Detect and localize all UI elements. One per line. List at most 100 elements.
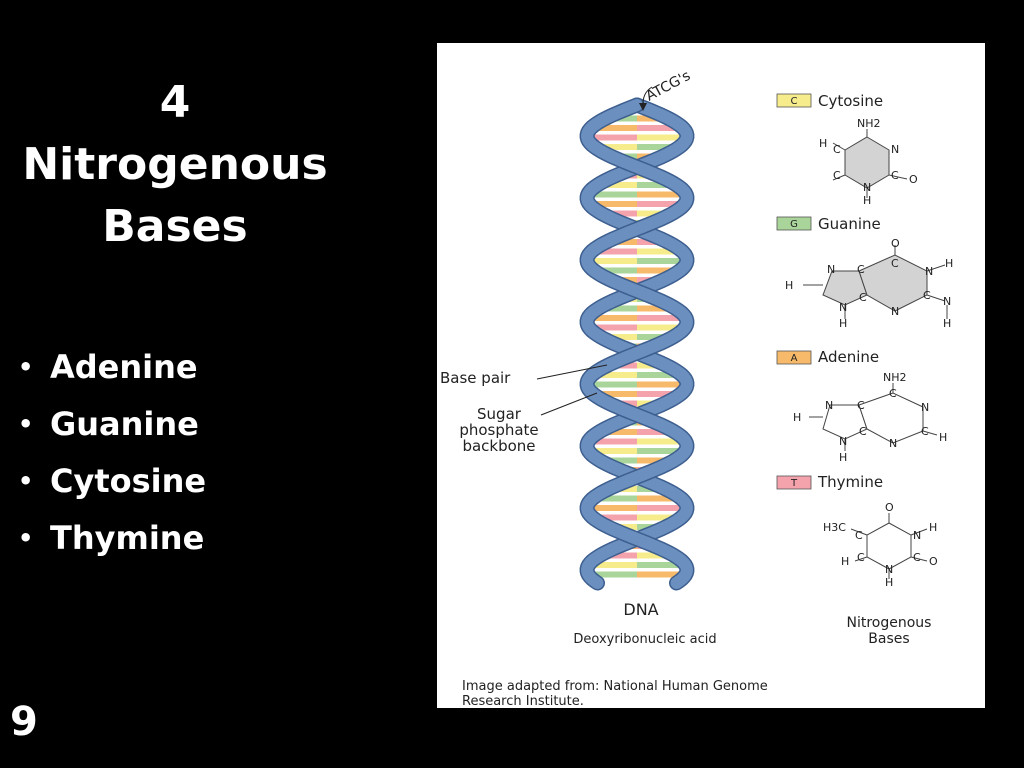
thymine-atom: H	[841, 555, 849, 568]
guanine-atom: O	[891, 237, 900, 250]
adenine-swatch	[776, 350, 812, 365]
bullet-dot: •	[18, 524, 34, 552]
cytosine-atom: C	[891, 169, 899, 182]
cytosine-atom: N	[891, 143, 899, 156]
thymine-atom: N	[885, 563, 893, 576]
base-pair-right	[637, 125, 683, 131]
bond	[832, 174, 846, 181]
base-pair-left	[588, 324, 637, 331]
base-pair-right	[637, 457, 675, 464]
base-pair-right	[637, 448, 686, 454]
thymine-atom: C	[855, 529, 863, 542]
base-pair-left	[592, 495, 637, 502]
bond	[910, 528, 928, 536]
guanine-atom: C	[857, 263, 865, 276]
bond	[888, 174, 908, 180]
guanine-atom: N	[943, 295, 951, 308]
base-pair-right	[637, 571, 686, 578]
adenine-atom: H	[793, 411, 801, 424]
base-pair-left	[598, 305, 637, 312]
guanine-atom: N	[925, 265, 933, 278]
guanine-atom: N	[839, 301, 847, 314]
dna-figure: ATCG's Base pair Sugar phosphate backbon…	[437, 43, 985, 708]
bond	[832, 142, 846, 151]
base-pair-left	[588, 571, 637, 578]
adenine-atom: H	[839, 451, 847, 464]
cytosine-letter: C	[791, 96, 798, 107]
atcg-label: ATCG's	[643, 68, 693, 105]
guanine-atom: C	[891, 257, 899, 270]
list-item: •Cytosine	[18, 458, 206, 515]
base-pair-right	[637, 191, 687, 198]
backbone-label-1: Sugar	[477, 405, 522, 423]
thymine-letter: T	[790, 478, 798, 489]
backbone-strand-a	[581, 99, 693, 589]
base-pair-left	[599, 457, 637, 464]
cytosine-atom: O	[909, 173, 918, 186]
backbone-pointer	[540, 392, 598, 416]
base-pair-right	[637, 562, 686, 568]
base-pair-right	[637, 552, 675, 559]
cytosine-atom: C	[833, 143, 841, 156]
cytosine-atom: H	[863, 194, 871, 207]
guanine-structure: O C N H N C C N H H N C N H	[785, 237, 953, 330]
base-pair-left	[599, 429, 637, 435]
cytosine-swatch	[776, 93, 812, 108]
slide-title: 4 Nitrogenous Bases	[0, 72, 350, 258]
guanine-name: Guanine	[818, 215, 881, 233]
thymine-name: Thymine	[817, 473, 883, 491]
base-pair-right	[637, 267, 681, 274]
base-pair-left	[593, 267, 637, 274]
base-pair-left	[599, 552, 637, 559]
base-pair-right	[637, 505, 687, 511]
base-pair-right	[637, 315, 686, 321]
guanine-atom: N	[891, 305, 899, 318]
base-pair-left	[588, 448, 637, 454]
thymine-atom: H	[885, 576, 893, 589]
cytosine-atom: C	[833, 169, 841, 182]
adenine-atom: NH2	[883, 371, 907, 384]
bond	[922, 430, 938, 436]
guanine-atom: H	[839, 317, 847, 330]
legend-guanine: G Guanine	[776, 215, 881, 233]
guanine-swatch	[776, 216, 812, 231]
thymine-atom: N	[913, 529, 921, 542]
base-pair-left	[601, 210, 637, 217]
adenine-atom: C	[921, 425, 929, 438]
cytosine-atom: H	[819, 137, 827, 150]
cytosine-atom: N	[863, 181, 871, 194]
cytosine-atom: NH2	[857, 117, 881, 130]
base-pair-right	[637, 334, 674, 340]
backbone-label-3: backbone	[462, 437, 535, 455]
base-pair-right	[637, 495, 682, 502]
adenine-atom: C	[859, 425, 867, 438]
base-pair-left	[594, 144, 637, 150]
page-number: 9	[10, 699, 38, 745]
title-line-1: 4	[159, 77, 191, 128]
base-pair-left	[587, 134, 637, 141]
base-pair-right	[637, 258, 687, 264]
bases-caption-2: Bases	[868, 631, 909, 647]
bullet-text: Guanine	[50, 405, 199, 443]
guanine-atom: C	[923, 289, 931, 302]
cytosine-structure: NH2 H C C N C O N H	[819, 117, 918, 207]
bond	[910, 556, 928, 562]
base-pair-left	[591, 125, 637, 131]
adenine-atom: C	[889, 387, 897, 400]
cytosine-name: Cytosine	[818, 92, 883, 110]
thymine-atom: H	[929, 521, 937, 534]
bases-caption-1: Nitrogenous	[847, 615, 932, 631]
adenine-atom: N	[921, 401, 929, 414]
base-pair-right	[637, 305, 676, 312]
base-pair-right	[637, 429, 675, 435]
list-item: •Thymine	[18, 515, 206, 572]
base-pair-right	[637, 182, 677, 188]
guanine-atom: C	[859, 291, 867, 304]
sugar-phosphate-backbone	[579, 97, 695, 591]
base-pair-right	[637, 324, 686, 331]
list-item: •Guanine	[18, 401, 206, 458]
title-line-3: Bases	[102, 201, 248, 252]
base-pair-right	[637, 381, 687, 388]
base-pair-label: Base pair	[440, 369, 511, 387]
adenine-letter: A	[791, 353, 798, 364]
